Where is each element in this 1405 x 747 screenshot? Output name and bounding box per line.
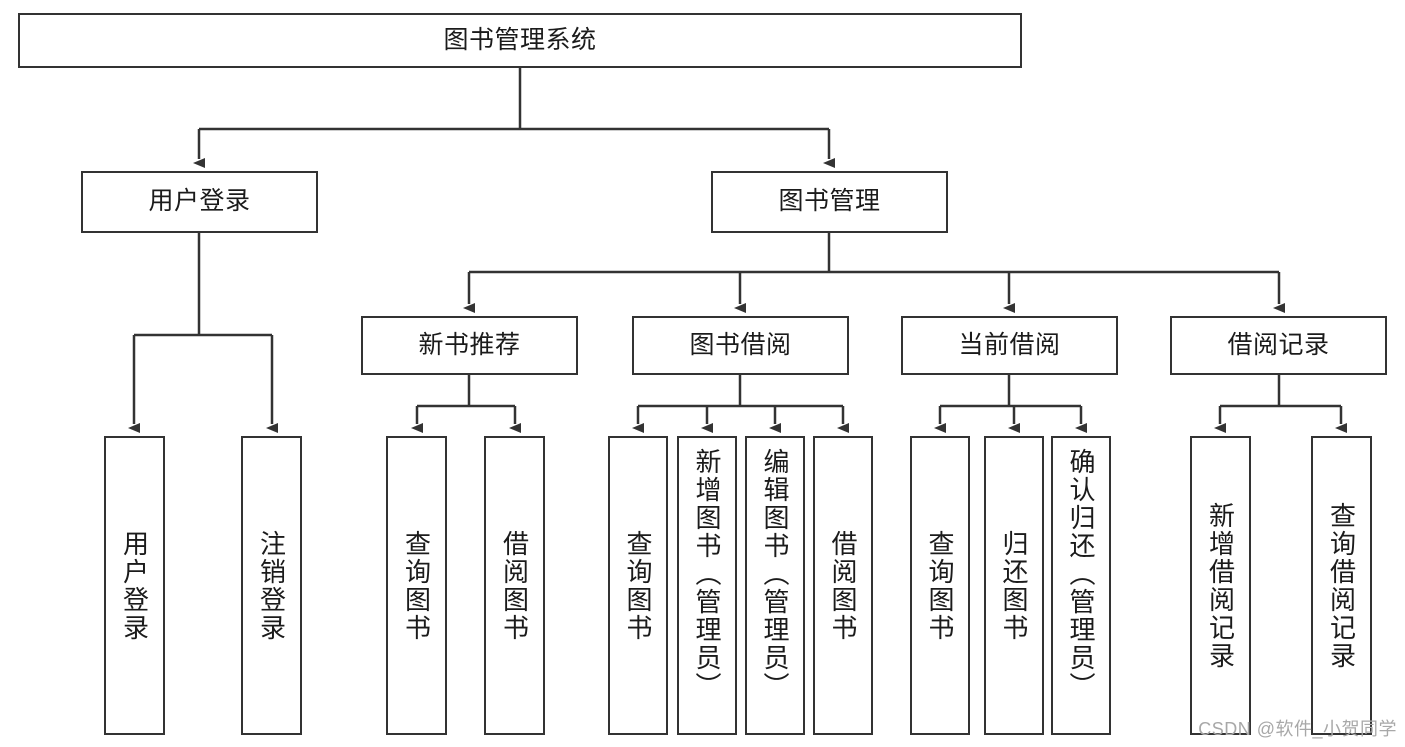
node-leaf-user-login[interactable]: 用户登录 bbox=[104, 436, 165, 735]
node-book-borrow[interactable]: 图书借阅 bbox=[632, 316, 849, 375]
node-label: 查询图书 bbox=[623, 529, 653, 642]
node-label: 编辑图书（管理员） bbox=[760, 448, 790, 700]
node-leaf-query-book-rec[interactable]: 查询图书 bbox=[386, 436, 447, 735]
watermark-text: CSDN @软件_小贺同学 bbox=[1198, 719, 1397, 739]
node-leaf-add-borrow-record[interactable]: 新增借阅记录 bbox=[1190, 436, 1251, 735]
node-leaf-query-book-bor[interactable]: 查询图书 bbox=[608, 436, 668, 735]
node-label: 图书管理系统 bbox=[443, 25, 597, 54]
node-label: 新书推荐 bbox=[418, 330, 521, 359]
node-label: 确认归还（管理员） bbox=[1066, 448, 1096, 700]
node-label: 注销登录 bbox=[256, 529, 287, 642]
node-leaf-edit-book-admin[interactable]: 编辑图书（管理员） bbox=[745, 436, 805, 735]
node-label: 查询图书 bbox=[401, 529, 432, 642]
node-root[interactable]: 图书管理系统 bbox=[18, 13, 1022, 68]
node-label: 归还图书 bbox=[999, 529, 1029, 642]
node-current-borrow[interactable]: 当前借阅 bbox=[901, 316, 1118, 375]
node-user-login[interactable]: 用户登录 bbox=[81, 171, 318, 233]
node-new-book-recommend[interactable]: 新书推荐 bbox=[361, 316, 578, 375]
node-borrow-record[interactable]: 借阅记录 bbox=[1170, 316, 1387, 375]
node-leaf-query-borrow-record[interactable]: 查询借阅记录 bbox=[1311, 436, 1372, 735]
node-label: 图书管理 bbox=[778, 187, 881, 216]
node-leaf-user-logout[interactable]: 注销登录 bbox=[241, 436, 302, 735]
node-label: 查询借阅记录 bbox=[1326, 501, 1357, 670]
node-label: 新增借阅记录 bbox=[1205, 501, 1236, 670]
node-label: 用户登录 bbox=[148, 187, 251, 216]
node-label: 借阅记录 bbox=[1227, 330, 1330, 359]
node-leaf-borrow-book-bor[interactable]: 借阅图书 bbox=[813, 436, 873, 735]
node-leaf-return-book[interactable]: 归还图书 bbox=[984, 436, 1044, 735]
node-leaf-add-book-admin[interactable]: 新增图书（管理员） bbox=[677, 436, 737, 735]
node-label: 借阅图书 bbox=[499, 529, 530, 642]
node-label: 新增图书（管理员） bbox=[692, 448, 722, 700]
node-leaf-borrow-book-rec[interactable]: 借阅图书 bbox=[484, 436, 545, 735]
node-leaf-confirm-return-admin[interactable]: 确认归还（管理员） bbox=[1051, 436, 1111, 735]
node-label: 图书借阅 bbox=[689, 330, 792, 359]
node-leaf-query-book-cur[interactable]: 查询图书 bbox=[910, 436, 970, 735]
node-label: 用户登录 bbox=[119, 529, 150, 642]
node-book-manage[interactable]: 图书管理 bbox=[711, 171, 948, 233]
node-label: 当前借阅 bbox=[958, 330, 1061, 359]
node-label: 借阅图书 bbox=[828, 529, 858, 642]
node-label: 查询图书 bbox=[925, 529, 955, 642]
